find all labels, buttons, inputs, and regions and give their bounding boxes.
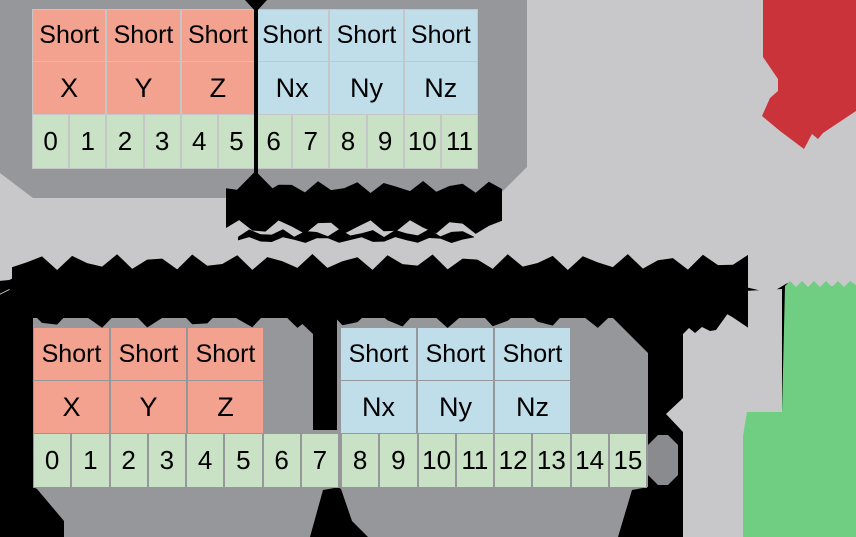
byte-offset-cell: 10 — [403, 114, 441, 169]
type-cell: Short — [340, 327, 417, 381]
byte-offset-cell: 4 — [180, 114, 218, 169]
byte-boundary-line — [254, 8, 258, 190]
type-cell: Short — [494, 327, 571, 381]
type-cell: Short — [110, 327, 187, 381]
byte-offset-cell: 2 — [109, 433, 148, 488]
field-cell: Ny — [417, 379, 494, 435]
field-cell: Nx — [340, 379, 417, 435]
type-cell: Short — [187, 327, 264, 381]
byte-offset-cell: 11 — [440, 114, 479, 169]
byte-offset-cell: 1 — [69, 114, 107, 169]
byte-offset-cell: 5 — [224, 433, 263, 488]
byte-offset-cell: 8 — [341, 433, 380, 488]
field-cell: Nz — [403, 60, 478, 116]
byte-offset-cell: 7 — [300, 433, 339, 488]
type-cell: Short — [254, 9, 330, 62]
type-cell: Short — [329, 9, 404, 62]
byte-offset-cell: 5 — [217, 114, 256, 169]
field-cell: Nx — [254, 60, 330, 116]
type-cell: Short — [33, 327, 110, 381]
field-cell: Z — [187, 379, 264, 435]
field-cell: Y — [106, 60, 181, 116]
byte-offset-cell: 10 — [417, 433, 456, 488]
byte-offset-cell: 12 — [494, 433, 533, 488]
byte-offset-cell: 9 — [366, 114, 404, 169]
field-cell: Z — [180, 60, 255, 116]
byte-offset-cell: 8 — [329, 114, 367, 169]
byte-offset-cell: 6 — [255, 114, 293, 169]
byte-offset-cell: 1 — [71, 433, 110, 488]
field-cell: X — [33, 379, 110, 435]
byte-offset-cell: 11 — [455, 433, 494, 488]
type-cell: Short — [106, 9, 181, 62]
type-cell: Short — [417, 327, 494, 381]
byte-offset-cell: 6 — [262, 433, 301, 488]
byte-offset-cell: 7 — [292, 114, 330, 169]
byte-boundary-arrow-icon — [245, 0, 267, 12]
byte-offset-cell: 3 — [143, 114, 181, 169]
type-cell: Short — [32, 9, 107, 62]
x-mark-icon — [762, 0, 856, 149]
byte-offset-cell: 14 — [570, 433, 609, 488]
field-cell: Ny — [329, 60, 404, 116]
field-cell: X — [32, 60, 107, 116]
byte-offset-cell: 3 — [147, 433, 186, 488]
byte-offset-cell: 2 — [106, 114, 144, 169]
byte-offset-cell: 13 — [532, 433, 571, 488]
byte-offset-cell: 9 — [379, 433, 418, 488]
stride-end-tab — [648, 435, 678, 485]
byte-offset-cell: 0 — [32, 114, 70, 169]
type-cell: Short — [180, 9, 255, 62]
field-cell: Nz — [494, 379, 571, 435]
type-cell: Short — [403, 9, 478, 62]
byte-offset-cell: 0 — [33, 433, 72, 488]
byte-offset-cell: 15 — [608, 433, 647, 488]
field-cell: Y — [110, 379, 187, 435]
byte-offset-cell: 4 — [186, 433, 225, 488]
